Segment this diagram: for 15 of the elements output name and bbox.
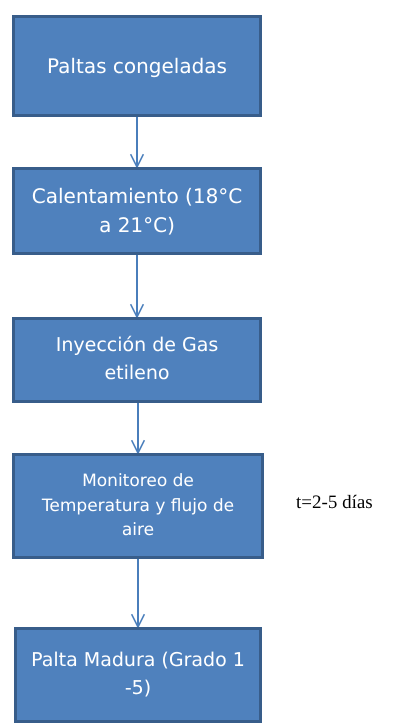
process-label: Paltas congeladas	[47, 52, 227, 80]
process-label: Inyección de Gas etileno	[54, 333, 220, 386]
process-box	[12, 167, 262, 255]
arrow	[130, 255, 144, 318]
process-box	[14, 627, 262, 723]
duration-label: t=2-5 días	[296, 492, 373, 514]
arrow	[130, 403, 146, 454]
process-label: Monitoreo de Temperatura y flujo de aire	[40, 470, 236, 542]
process-box	[12, 453, 264, 559]
arrow	[130, 559, 146, 628]
process-box	[12, 317, 262, 403]
process-label: Palta Madura (Grado 1 -5)	[31, 648, 245, 701]
process-label: Calentamiento (18°C a 21°C)	[30, 183, 244, 239]
process-box	[12, 15, 262, 117]
arrow	[130, 117, 144, 168]
